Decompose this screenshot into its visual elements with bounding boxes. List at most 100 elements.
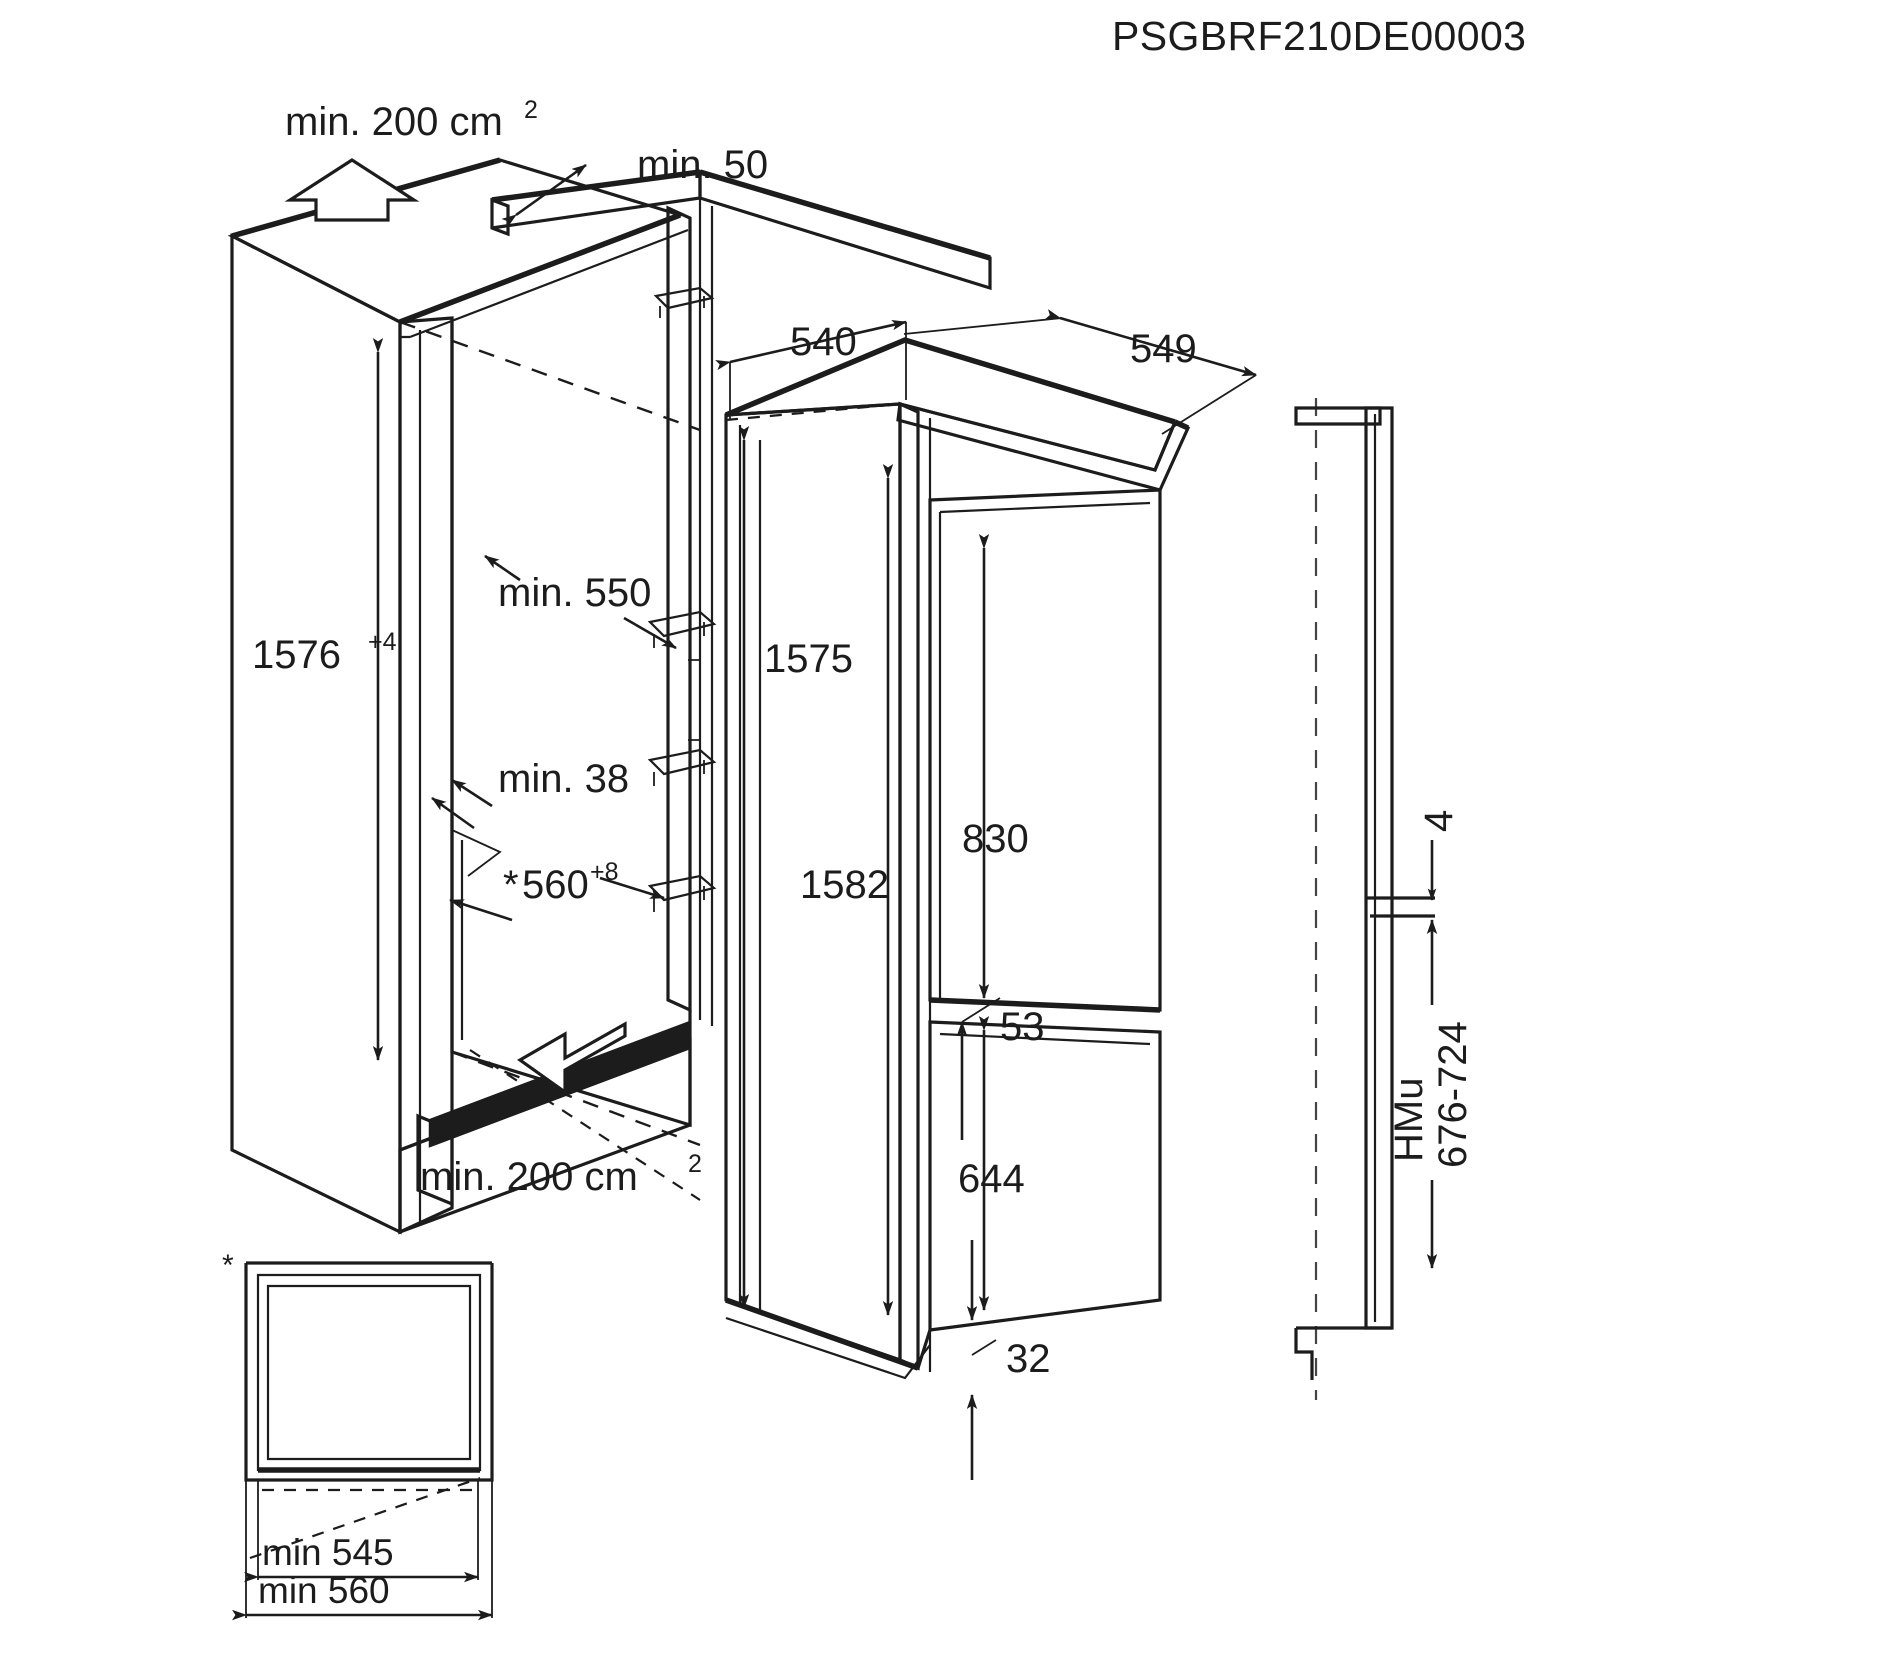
vent-bottom-label: min. 200 cm — [420, 1155, 638, 1199]
cabinet-top-rail-right — [698, 169, 992, 291]
dim-min-38-label: min. 38 — [498, 757, 629, 801]
drawing-title-group: PSGBRF210DE00003 — [1112, 13, 1526, 59]
cabinet-top-trim-line — [409, 228, 689, 339]
dim-540: 540 — [715, 320, 907, 420]
dim-top-ventilation: min. 200 cm 2 — [285, 96, 538, 144]
hinge-strip-notch — [688, 659, 701, 741]
side-view-bottom-kick — [1294, 1328, 1314, 1380]
dim-niche-width: * 560 +8 — [449, 858, 665, 922]
dim-side-thickness: 4 — [1417, 810, 1461, 901]
dim-niche-height: 1576 +4 — [252, 338, 397, 1061]
hinge-top — [653, 286, 715, 318]
dim-min-550-label: min. 550 — [498, 571, 651, 615]
dim-min-50-label: min. 50 — [637, 143, 768, 187]
niche-depth-dashed-top — [399, 320, 701, 432]
niche-floor-edge — [450, 318, 692, 1128]
hinge-3-plate — [647, 748, 717, 776]
appliance-top-lid-trim — [896, 401, 1191, 492]
hinge-top-detail — [659, 296, 705, 318]
dim-53-witness — [961, 997, 1001, 1023]
dim-549-witness-a — [903, 317, 1063, 335]
dim-4-label: 4 — [1417, 810, 1461, 832]
door-gap-line — [929, 997, 1161, 1013]
plan-inner-cabinet — [256, 1273, 482, 1472]
dim-1576-tolerance: +4 — [368, 628, 397, 656]
vent-bottom-superscript: 2 — [688, 1150, 702, 1178]
dim-side-handle-height: HMu 676-724 — [1387, 919, 1475, 1269]
dim-min-38-leader-left — [431, 796, 475, 830]
dim-830: 830 — [962, 534, 1029, 999]
dim-32-label: 32 — [1006, 1337, 1051, 1381]
dim-53-label: 53 — [1000, 1005, 1045, 1049]
dim-549-label: 549 — [1130, 327, 1197, 371]
dim-560-tolerance: +8 — [590, 858, 619, 886]
cabinet-base-left-return — [416, 1113, 454, 1207]
plan-dim-545-label: min 545 — [262, 1532, 394, 1573]
plan-door-open-dashed — [249, 1476, 481, 1560]
appliance-assembly — [724, 337, 1191, 1380]
side-section-view — [1294, 398, 1435, 1400]
dim-549-witness-b — [1161, 374, 1257, 435]
fridge-door-panel — [928, 488, 1162, 1012]
appliance-front-edge-strip — [898, 401, 920, 1371]
freezer-door-panel — [928, 1020, 1162, 1332]
side-view-furniture-door — [1364, 406, 1394, 1330]
dim-560-label-asterisk: * — [503, 863, 519, 907]
dim-min-38: min. 38 — [431, 757, 629, 877]
appliance-top-lid-edge — [1173, 419, 1190, 431]
dim-1582-label: 1582 — [800, 863, 889, 907]
dim-1575: 1575 — [738, 426, 853, 1309]
hinge-top-plate — [653, 286, 715, 310]
niche-right-post — [666, 205, 692, 1013]
plan-inset-asterisk: * — [222, 1249, 234, 1282]
appliance-base-lower-line — [725, 1316, 931, 1380]
hinge-lower-mid — [647, 748, 717, 786]
dim-min-550: min. 550 — [484, 554, 677, 650]
vent-top-label: min. 200 cm — [285, 100, 503, 144]
dim-min-38-witness — [451, 829, 502, 877]
hinge-2-plate — [647, 610, 717, 638]
cabinet-left-side-panel — [230, 233, 402, 1235]
freezer-door-inner-top — [939, 1032, 1151, 1046]
cabinet-base-edge-1 — [399, 1128, 453, 1152]
niche-cabinet-assembly — [227, 157, 992, 1235]
airflow-in-arrow-icon — [517, 1021, 627, 1096]
plan-dim-560-label: min 560 — [258, 1570, 390, 1611]
hinge-3-detail — [653, 760, 705, 786]
dim-644-label: 644 — [958, 1157, 1025, 1201]
dim-min-50-leader — [501, 163, 587, 228]
drawing-title: PSGBRF210DE00003 — [1112, 13, 1526, 59]
niche-door-panel — [398, 316, 454, 1235]
dim-min-50: min. 50 — [501, 143, 768, 228]
dim-644: 644 — [958, 1016, 1025, 1311]
hinge-upper-mid — [647, 610, 717, 648]
dim-540-line — [715, 320, 907, 371]
dim-560-leader-left — [449, 898, 513, 922]
dim-hmu-label: HMu — [1387, 1078, 1431, 1162]
hinge-bottom — [647, 874, 717, 912]
airflow-out-arrow-icon — [284, 158, 420, 222]
dim-549: 549 — [903, 309, 1257, 435]
plan-outer-cabinet — [244, 1263, 494, 1482]
dim-min-38-leader-left-2 — [451, 778, 493, 808]
dim-560-label: 560 — [522, 863, 589, 907]
dim-1575-label: 1575 — [764, 637, 853, 681]
dim-hmu-range-label: 676-724 — [1431, 1021, 1475, 1168]
appliance-top-dashed — [725, 402, 901, 422]
door-hinge-group — [647, 286, 717, 912]
plan-inner-opening — [266, 1284, 472, 1461]
plan-inset-view: * min 545 min 560 — [222, 1249, 494, 1621]
dim-bottom-ventilation: min. 200 cm 2 — [420, 1150, 702, 1199]
cabinet-top-front-edge — [399, 212, 681, 325]
dim-32-witness — [971, 1339, 997, 1356]
vent-callout-dashed — [469, 1049, 701, 1201]
appliance-base-front-edge — [725, 1297, 919, 1371]
fridge-door-inner-top — [939, 501, 1151, 514]
dim-549-line — [1045, 309, 1257, 377]
dim-540-label: 540 — [790, 320, 857, 364]
dim-1576-label: 1576 — [252, 633, 341, 677]
hinge-4-detail — [653, 886, 705, 912]
cabinet-top-rail-right-edge — [699, 169, 991, 261]
